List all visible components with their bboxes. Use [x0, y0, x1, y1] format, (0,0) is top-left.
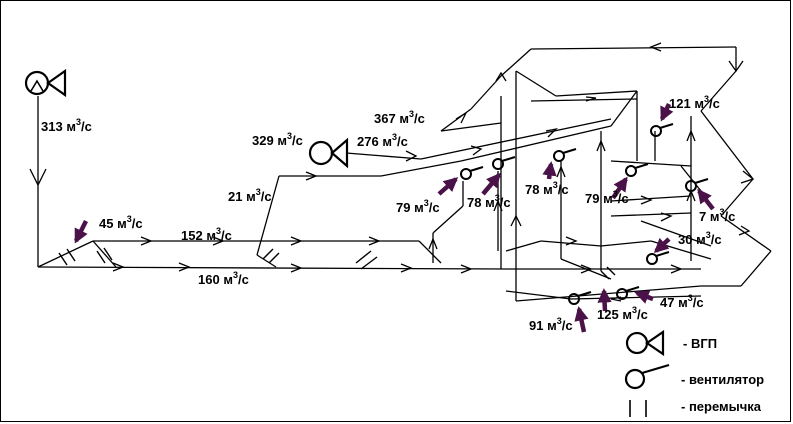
flow-label-7: 7 м3/с: [699, 207, 735, 224]
fan-icon: [650, 123, 674, 137]
legend-fan-label: - вентилятор: [681, 372, 764, 387]
main-fan-vgp-329: [308, 137, 349, 169]
flow-label-47: 47 м3/с: [660, 293, 704, 310]
legend: - ВГП - вентилятор - перемычка: [624, 329, 764, 417]
fan-icon: [646, 251, 670, 265]
legend-bridge-label: - перемычка: [681, 399, 762, 414]
legend-vgp-label: - ВГП: [683, 336, 717, 351]
fan-icon: [685, 178, 709, 192]
flow-label-329: 329 м3/с: [252, 131, 303, 148]
flow-label-313: 313 м3/с: [41, 117, 92, 134]
flow-label-21: 21 м3/с: [228, 187, 272, 204]
flow-labels: 313 м3/с 329 м3/с 367 м3/с 276 м3/с 121 …: [41, 94, 735, 333]
fan-icon: [492, 156, 516, 170]
fan-icon: [460, 166, 484, 180]
flow-label-276: 276 м3/с: [357, 132, 408, 149]
flow-label-79b: 79 м3/с: [585, 189, 629, 206]
bridges: [58, 247, 616, 280]
flow-label-121: 121 м3/с: [669, 94, 720, 111]
flow-label-45: 45 м3/с: [99, 214, 143, 231]
flow-label-125: 125 м3/с: [597, 305, 648, 322]
flow-label-79a: 79 м3/с: [396, 198, 440, 215]
airway-network: [29, 46, 772, 302]
legend-fan-icon: [624, 363, 670, 390]
fan-icon: [616, 286, 640, 300]
flow-label-30: 30 м3/с: [678, 230, 722, 247]
fan-icon: [625, 163, 649, 177]
flow-direction-arrows: [112, 42, 755, 302]
flow-label-91: 91 м3/с: [529, 316, 573, 333]
airflow-indicators: [73, 103, 715, 333]
flow-label-78a: 78 м3/с: [467, 193, 511, 210]
fan-icon: [553, 148, 577, 162]
fan-icon: [568, 291, 592, 305]
local-fans: [460, 123, 709, 305]
legend-bridge-icon: [629, 400, 647, 417]
flow-label-152: 152 м3/с: [181, 226, 232, 243]
flow-label-367: 367 м3/с: [374, 109, 425, 126]
flow-label-160: 160 м3/с: [198, 270, 249, 287]
main-fan-vgp-313: [24, 68, 67, 98]
legend-vgp-icon: [625, 329, 665, 357]
flow-label-78b: 78 м3/с: [525, 180, 569, 197]
